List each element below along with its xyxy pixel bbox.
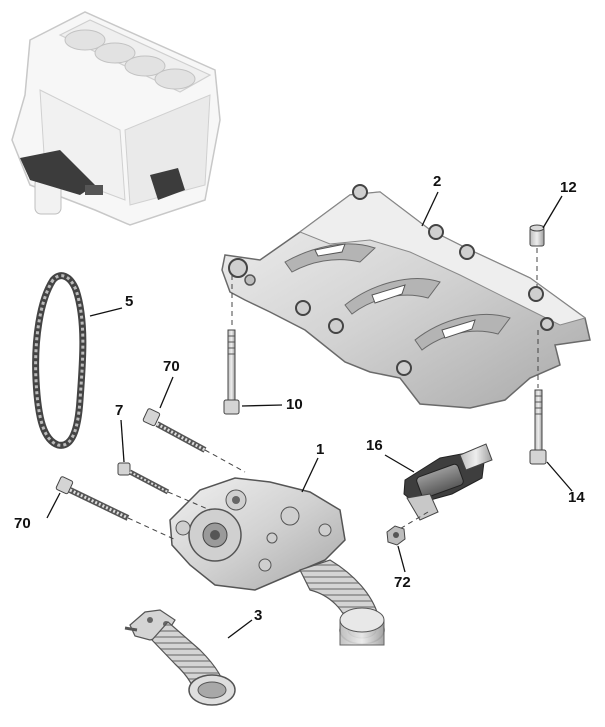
solenoid-valve (397, 443, 493, 531)
callout-12: 12 (560, 179, 577, 196)
timing-chain (32, 272, 87, 449)
callout-10: 10 (286, 396, 303, 413)
screw-7 (117, 462, 211, 511)
callout-70-top: 70 (163, 358, 180, 375)
engine-block-locator (11, 11, 221, 226)
screw-70-left (55, 476, 177, 541)
callout-1: 1 (316, 441, 325, 458)
callout-3: 3 (254, 607, 263, 624)
oil-pump (169, 477, 385, 646)
pickup-pipe (124, 609, 236, 706)
callout-70-left: 70 (14, 515, 31, 532)
callout-7: 7 (115, 402, 124, 419)
callout-72: 72 (394, 574, 411, 591)
nut-72 (386, 525, 406, 546)
callout-5: 5 (125, 293, 134, 310)
leader-lines (46, 191, 573, 639)
screw-70-top (142, 408, 246, 473)
screw-14 (529, 330, 547, 465)
screw-10 (223, 275, 240, 415)
bedplate-baffle (221, 184, 591, 409)
callout-14: 14 (568, 489, 585, 506)
callout-2: 2 (433, 173, 442, 190)
callout-16: 16 (366, 437, 383, 454)
plug-12 (529, 224, 545, 288)
